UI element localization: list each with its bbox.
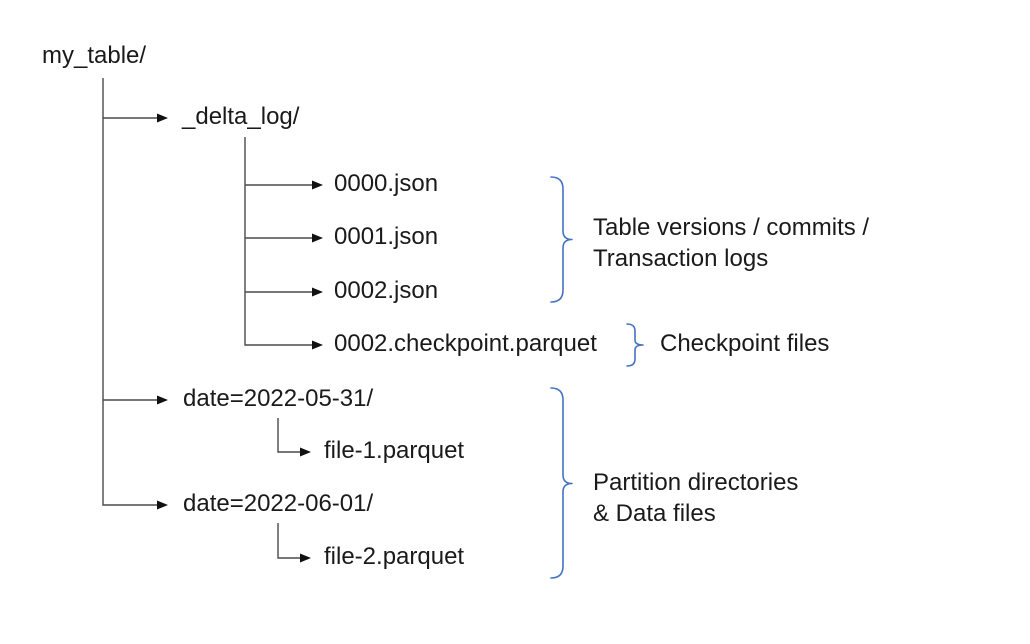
checkpoint-brace-icon [626, 323, 644, 367]
delta-log-trunk-line [244, 137, 313, 346]
partitions-annotation-line1: Partition directories [593, 469, 799, 497]
partition2-dir-label: date=2022-06-01/ [183, 490, 374, 518]
partitions-brace-icon [550, 387, 573, 579]
partition1-dir-label: date=2022-05-31/ [183, 385, 374, 413]
arrow-to-file-2-parquet-icon [300, 553, 311, 563]
root-dir-label: my_table/ [42, 42, 147, 70]
partitions-annotation-line2: & Data files [593, 500, 716, 528]
partition1-file-label: file-1.parquet [324, 437, 465, 465]
arrow-to-delta-log-icon [157, 113, 168, 123]
json-file-0001-label: 0001.json [334, 223, 439, 251]
arrow-to-0000-json-icon [312, 180, 323, 190]
checkpoint-file-label: 0002.checkpoint.parquet [334, 330, 597, 358]
arrow-to-0001-json-icon [312, 233, 323, 243]
arrow-to-checkpoint-file-icon [312, 340, 323, 350]
checkpoint-annotation-label: Checkpoint files [660, 330, 830, 358]
json-file-0002-label: 0002.json [334, 277, 439, 305]
versions-annotation-line1: Table versions / commits / [593, 214, 870, 242]
main-trunk-line [102, 78, 158, 506]
delta-log-dir-label: _delta_log/ [182, 103, 300, 131]
partition2-child-line [277, 523, 300, 559]
arrow-to-0002-json-icon [312, 287, 323, 297]
arrow-to-date-2022-06-01-icon [157, 500, 168, 510]
partition2-file-label: file-2.parquet [324, 543, 465, 571]
arrow-to-file-1-parquet-icon [300, 447, 311, 457]
arrow-to-date-2022-05-31-icon [157, 395, 168, 405]
partition1-child-line [277, 418, 300, 453]
versions-brace-icon [550, 176, 573, 303]
json-file-0000-label: 0000.json [334, 170, 439, 198]
versions-annotation-line2: Transaction logs [593, 245, 769, 273]
